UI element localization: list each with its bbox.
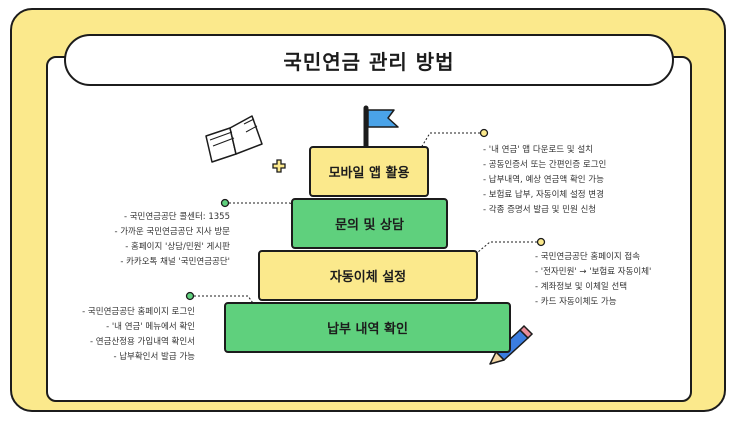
list-item: - 국민연금공단 콜센터: 1355 [123,212,230,222]
list-item: - 국민연금공단 홈페이지 로그인 [82,307,195,317]
list-item: - '전자민원' → '보험료 자동이체' [535,267,652,277]
list-item: - 가까운 국민연금공단 지사 방문 [114,227,230,237]
details-autopay: - 국민연금공단 홈페이지 접속 - '전자민원' → '보험료 자동이체' -… [535,250,651,310]
list-item: - '내 연금' 앱 다운로드 및 설치 [483,145,593,155]
list-item: - 국민연금공단 홈페이지 접속 [535,252,641,262]
plus-sparkle-icon [272,159,286,173]
tier-payment-history: 납부 내역 확인 [224,302,511,353]
details-inquiry: - 국민연금공단 콜센터: 1355 - 가까운 국민연금공단 지사 방문 - … [80,210,230,270]
tier-autopay: 자동이체 설정 [258,250,478,301]
list-item: - 납부확인서 발급 가능 [113,352,195,362]
list-item: - 홈페이지 '상담/민원' 게시판 [125,242,230,252]
list-item: - 보험료 납부, 자동이체 설정 변경 [483,190,604,200]
page-title: 국민연금 관리 방법 [283,49,455,74]
list-item: - 카드 자동이체도 가능 [535,297,617,307]
list-item: - 납부내역, 예상 연금액 확인 가능 [483,175,604,185]
details-history: - 국민연금공단 홈페이지 로그인 - '내 연금' 메뉴에서 확인 - 연금산… [60,305,195,365]
flag-icon [363,105,399,149]
list-item: - 연금산정용 가입내역 확인서 [89,337,195,347]
tier-mobile-app: 모바일 앱 활용 [309,146,429,197]
details-mobile: - '내 연금' 앱 다운로드 및 설치 - 공동인증서 또는 간편인증 로그인… [483,143,606,218]
list-item: - 카카오톡 채널 '국민연금공단' [120,257,230,267]
tier-inquiry: 문의 및 상담 [291,198,448,249]
list-item: - 계좌정보 및 이체일 선택 [535,282,628,292]
book-icon [205,115,263,163]
list-item: - 공동인증서 또는 간편인증 로그인 [483,160,607,170]
title-banner: 국민연금 관리 방법 [64,34,674,86]
list-item: - '내 연금' 메뉴에서 확인 [106,322,195,332]
list-item: - 각종 증명서 발급 및 민원 신청 [483,205,597,215]
